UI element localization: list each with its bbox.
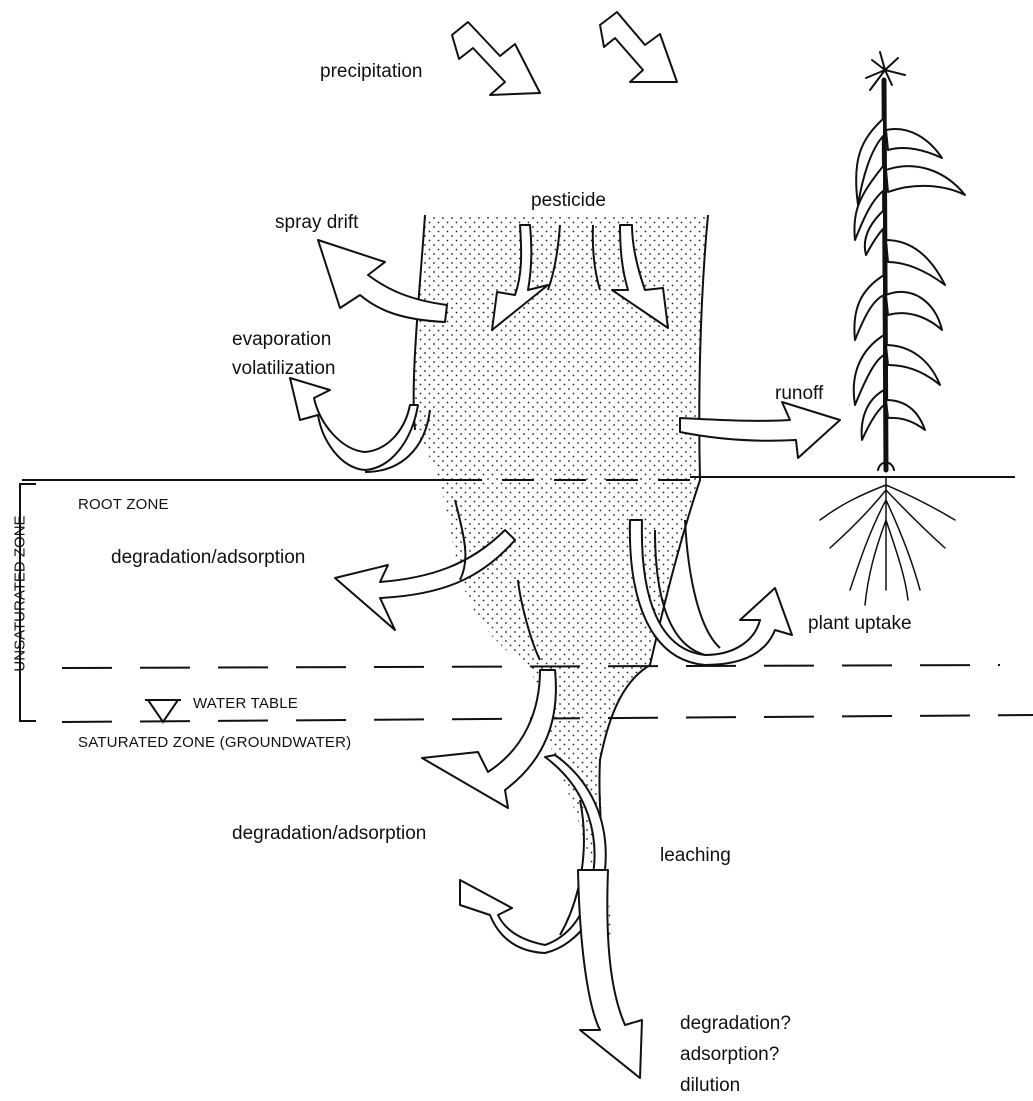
label-evaporation: evaporation (232, 328, 331, 353)
label-leaching: leaching (660, 844, 731, 869)
label-water-table: WATER TABLE (193, 694, 298, 714)
evaporation-arrow (290, 378, 418, 470)
saturated-fate-arrow (578, 870, 642, 1078)
corn-plant-icon (820, 52, 965, 605)
degradation-arrow-lower (422, 670, 556, 808)
label-fate-degradation: degradation? (680, 1008, 791, 1039)
label-fate-adsorption: adsorption? (680, 1039, 791, 1070)
label-root-zone: ROOT ZONE (78, 495, 169, 515)
label-spray-drift: spray drift (275, 211, 358, 236)
label-unsaturated-zone: UNSATURATED ZONE (12, 512, 29, 676)
label-runoff: runoff (775, 382, 823, 407)
runoff-arrow (680, 402, 840, 458)
label-degradation-adsorption-lower: degradation/adsorption (232, 822, 426, 847)
water-table-triangle-icon (148, 700, 178, 722)
label-saturated-zone: SATURATED ZONE (GROUNDWATER) (78, 733, 351, 753)
label-plant-uptake: plant uptake (808, 612, 912, 637)
label-volatilization: volatilization (232, 357, 336, 382)
label-pesticide: pesticide (531, 189, 606, 214)
precipitation-arrow-1 (452, 22, 540, 95)
plant-uptake-stroke (685, 520, 720, 648)
label-degradation-adsorption-upper: degradation/adsorption (111, 546, 305, 571)
label-fate-dilution: dilution (680, 1070, 791, 1101)
precipitation-arrow-2 (600, 12, 677, 82)
label-precipitation: precipitation (320, 60, 422, 85)
label-fate-list: degradation? adsorption? dilution (680, 1008, 791, 1101)
